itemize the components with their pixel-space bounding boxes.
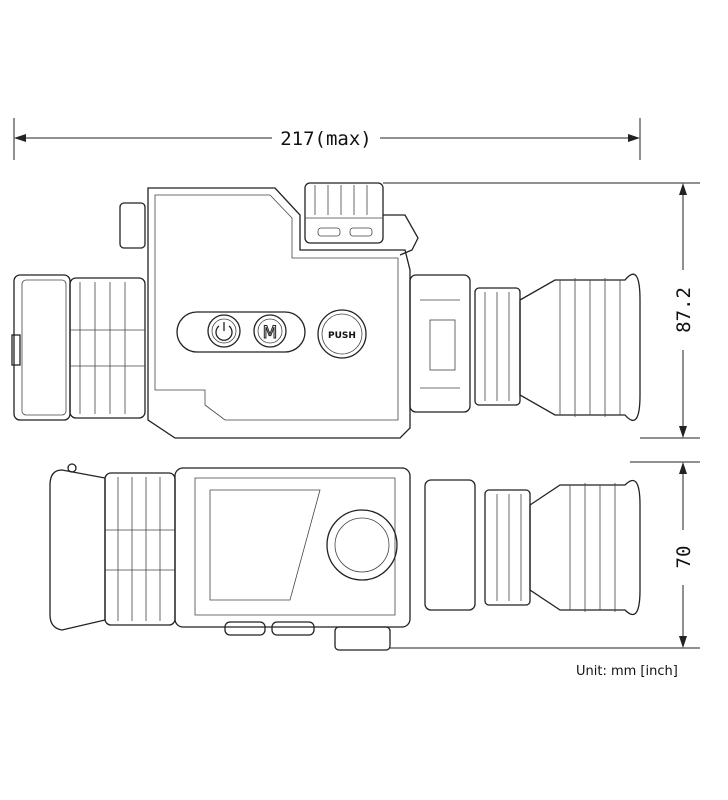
push-button-label: PUSH [328, 331, 356, 341]
unit-label: Unit: mm [inch] [576, 664, 678, 679]
width-label: 70 [673, 546, 695, 569]
top-view [49, 463, 641, 651]
diopter-ring [474, 287, 521, 406]
focus-ring-top [104, 472, 176, 626]
rail-clip [383, 214, 419, 256]
height-dimension: 87.2 [383, 182, 700, 439]
main-body-top [174, 467, 411, 628]
power-button[interactable] [207, 314, 241, 348]
diopter-ring-top [484, 489, 531, 606]
side-knob [119, 202, 146, 249]
menu-button-label: M [263, 323, 278, 343]
button-group [176, 311, 306, 353]
height-label: 87.2 [673, 287, 695, 333]
side-knob-top-view [334, 626, 391, 651]
length-label: 217(max) [280, 128, 372, 150]
width-dimension: 70 [390, 461, 700, 649]
button-top-view [224, 621, 266, 636]
side-view: M PUSH [11, 182, 641, 439]
power-icon [215, 325, 233, 341]
eyecup-top [529, 479, 641, 616]
top-knob-top-view [326, 509, 398, 581]
top-adjustment-knob [304, 182, 384, 244]
length-dimension: 217(max) [13, 118, 641, 160]
push-button[interactable]: PUSH [317, 309, 367, 359]
eyepiece-housing [409, 274, 471, 413]
menu-button[interactable]: M [253, 314, 287, 348]
eyepiece-top [424, 479, 476, 611]
eyecup [519, 273, 641, 421]
lens-cap [49, 469, 106, 631]
main-body [147, 187, 411, 439]
focus-ring [69, 277, 146, 419]
button-top-view [271, 621, 315, 636]
lens-cap-tab [11, 334, 21, 366]
